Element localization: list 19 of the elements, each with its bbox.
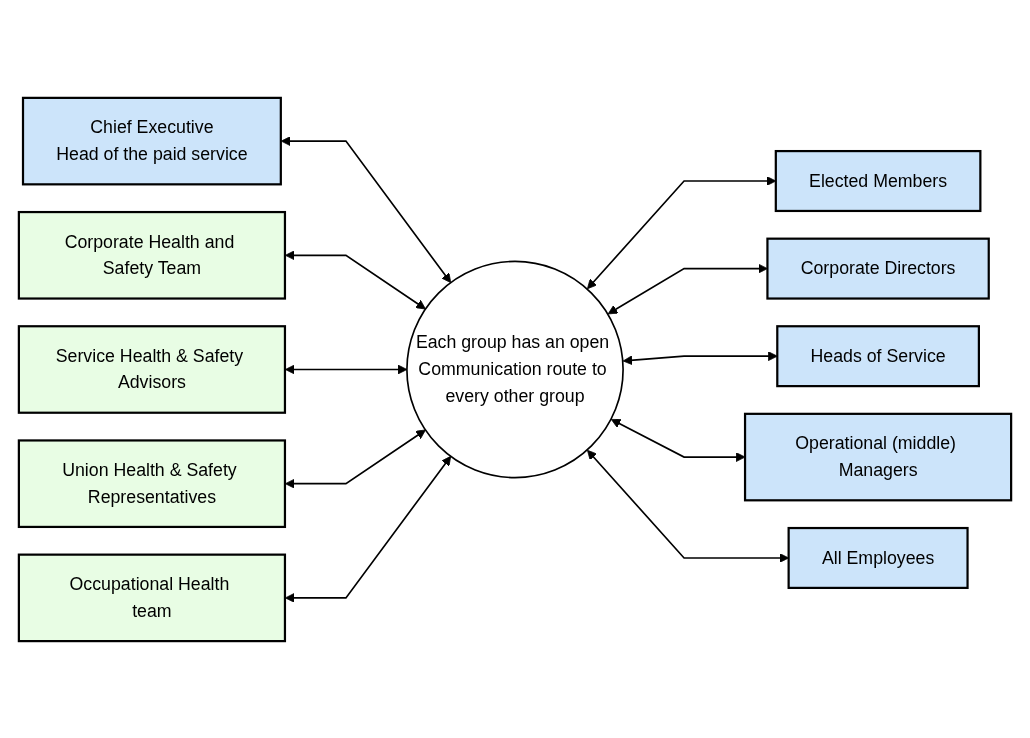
arrow <box>284 249 426 309</box>
node-box: Elected Members <box>774 149 982 212</box>
arrow <box>607 263 768 314</box>
node-box: Corporate Directors <box>766 237 990 300</box>
node-box: Chief Executive Head of the paid service <box>21 96 282 185</box>
arrow <box>284 364 408 374</box>
node-box: Occupational Health team <box>17 553 287 642</box>
arrow <box>284 455 452 603</box>
node-box: Union Health & Safety Representatives <box>17 438 287 528</box>
arrow <box>280 135 452 283</box>
arrow <box>622 350 778 365</box>
node-circle: Each group has an open Communication route to every other group <box>406 260 624 478</box>
arrow <box>610 418 746 462</box>
node-box: All Employees <box>787 526 969 589</box>
node-box: Heads of Service <box>776 324 980 387</box>
arrow <box>284 429 426 489</box>
node-box: Corporate Health and Safety Team <box>17 210 287 300</box>
node-box: Service Health & Safety Advisors <box>17 324 287 414</box>
node-box: Operational (middle) Managers <box>743 412 1013 501</box>
